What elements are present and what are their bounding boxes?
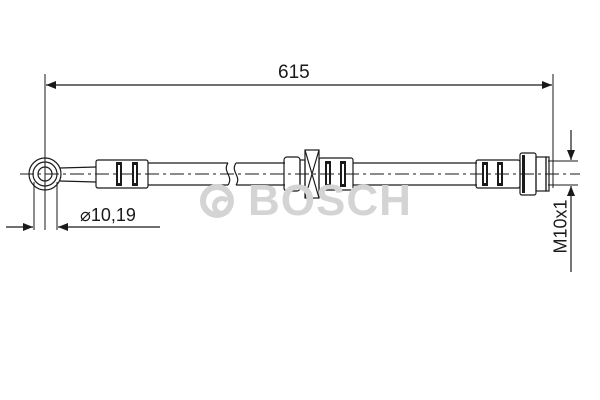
bosch-watermark: BOSCH (200, 176, 412, 226)
hose-right-section (353, 162, 477, 186)
copyright-icon (200, 184, 234, 219)
hose-middle-section (236, 162, 285, 186)
eye-diameter-label: ⌀10,19 (80, 205, 136, 225)
eye-diameter-dimension (6, 182, 160, 231)
thread-size-label: M10x1 (550, 199, 571, 254)
watermark-text: BOSCH (248, 176, 412, 225)
thread-dimension (548, 130, 578, 272)
length-dimension-label: 615 (278, 62, 310, 83)
